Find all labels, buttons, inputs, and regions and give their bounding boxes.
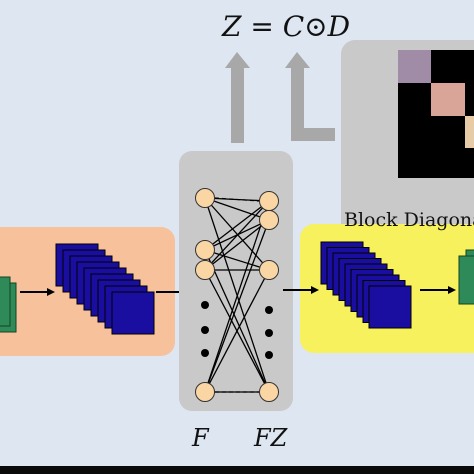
network-edge (204, 249, 270, 393)
network-edge (204, 197, 270, 271)
input-node (195, 240, 215, 260)
output-green-block (458, 249, 474, 305)
input-green-block (0, 276, 17, 333)
block-diagonal-caption: Block Diagona (344, 209, 474, 231)
network-ellipsis-dots (201, 301, 273, 359)
feature-map (111, 291, 155, 335)
network-dashed-links (214, 197, 260, 393)
network-nodes (195, 188, 279, 402)
network-edge (204, 200, 270, 393)
matrix-block-1 (398, 50, 431, 83)
ellipsis-dot (201, 326, 209, 334)
label-fz: FZ (254, 424, 288, 452)
output-node (259, 260, 279, 280)
ellipsis-dot (265, 306, 273, 314)
arrowhead-to-output-block (448, 286, 456, 294)
output-node (259, 191, 279, 211)
network-edge (204, 200, 270, 251)
output-node (259, 382, 279, 402)
network-edge (204, 269, 270, 393)
input-node (195, 382, 215, 402)
dashed-link (214, 197, 260, 202)
network-edge (204, 219, 270, 271)
up-arrow-bent (285, 52, 335, 141)
ellipsis-dot (201, 301, 209, 309)
matrix-block-3 (465, 116, 474, 148)
ellipsis-dot (265, 351, 273, 359)
network-panel (179, 151, 293, 411)
input-node (195, 260, 215, 280)
network-edge (204, 219, 270, 393)
input-node (195, 188, 215, 208)
network-edge (204, 197, 270, 221)
ellipsis-dot (201, 349, 209, 357)
matrix-block-2 (431, 83, 465, 116)
network-edge (204, 200, 270, 271)
feature-map (368, 285, 412, 329)
arrowhead-to-left-stack (47, 288, 55, 296)
output-node (259, 210, 279, 230)
network-edge (204, 249, 270, 271)
up-arrow-straight (225, 52, 250, 143)
bottom-border (0, 466, 474, 474)
left-feature-stack (55, 243, 155, 335)
ellipsis-dot (265, 329, 273, 337)
right-feature-stack (320, 241, 412, 329)
arrowhead-to-right-stack (311, 286, 319, 294)
equation-label: Z = C⊙D (222, 10, 351, 43)
label-f: F (192, 424, 209, 452)
network-edges (204, 197, 270, 393)
